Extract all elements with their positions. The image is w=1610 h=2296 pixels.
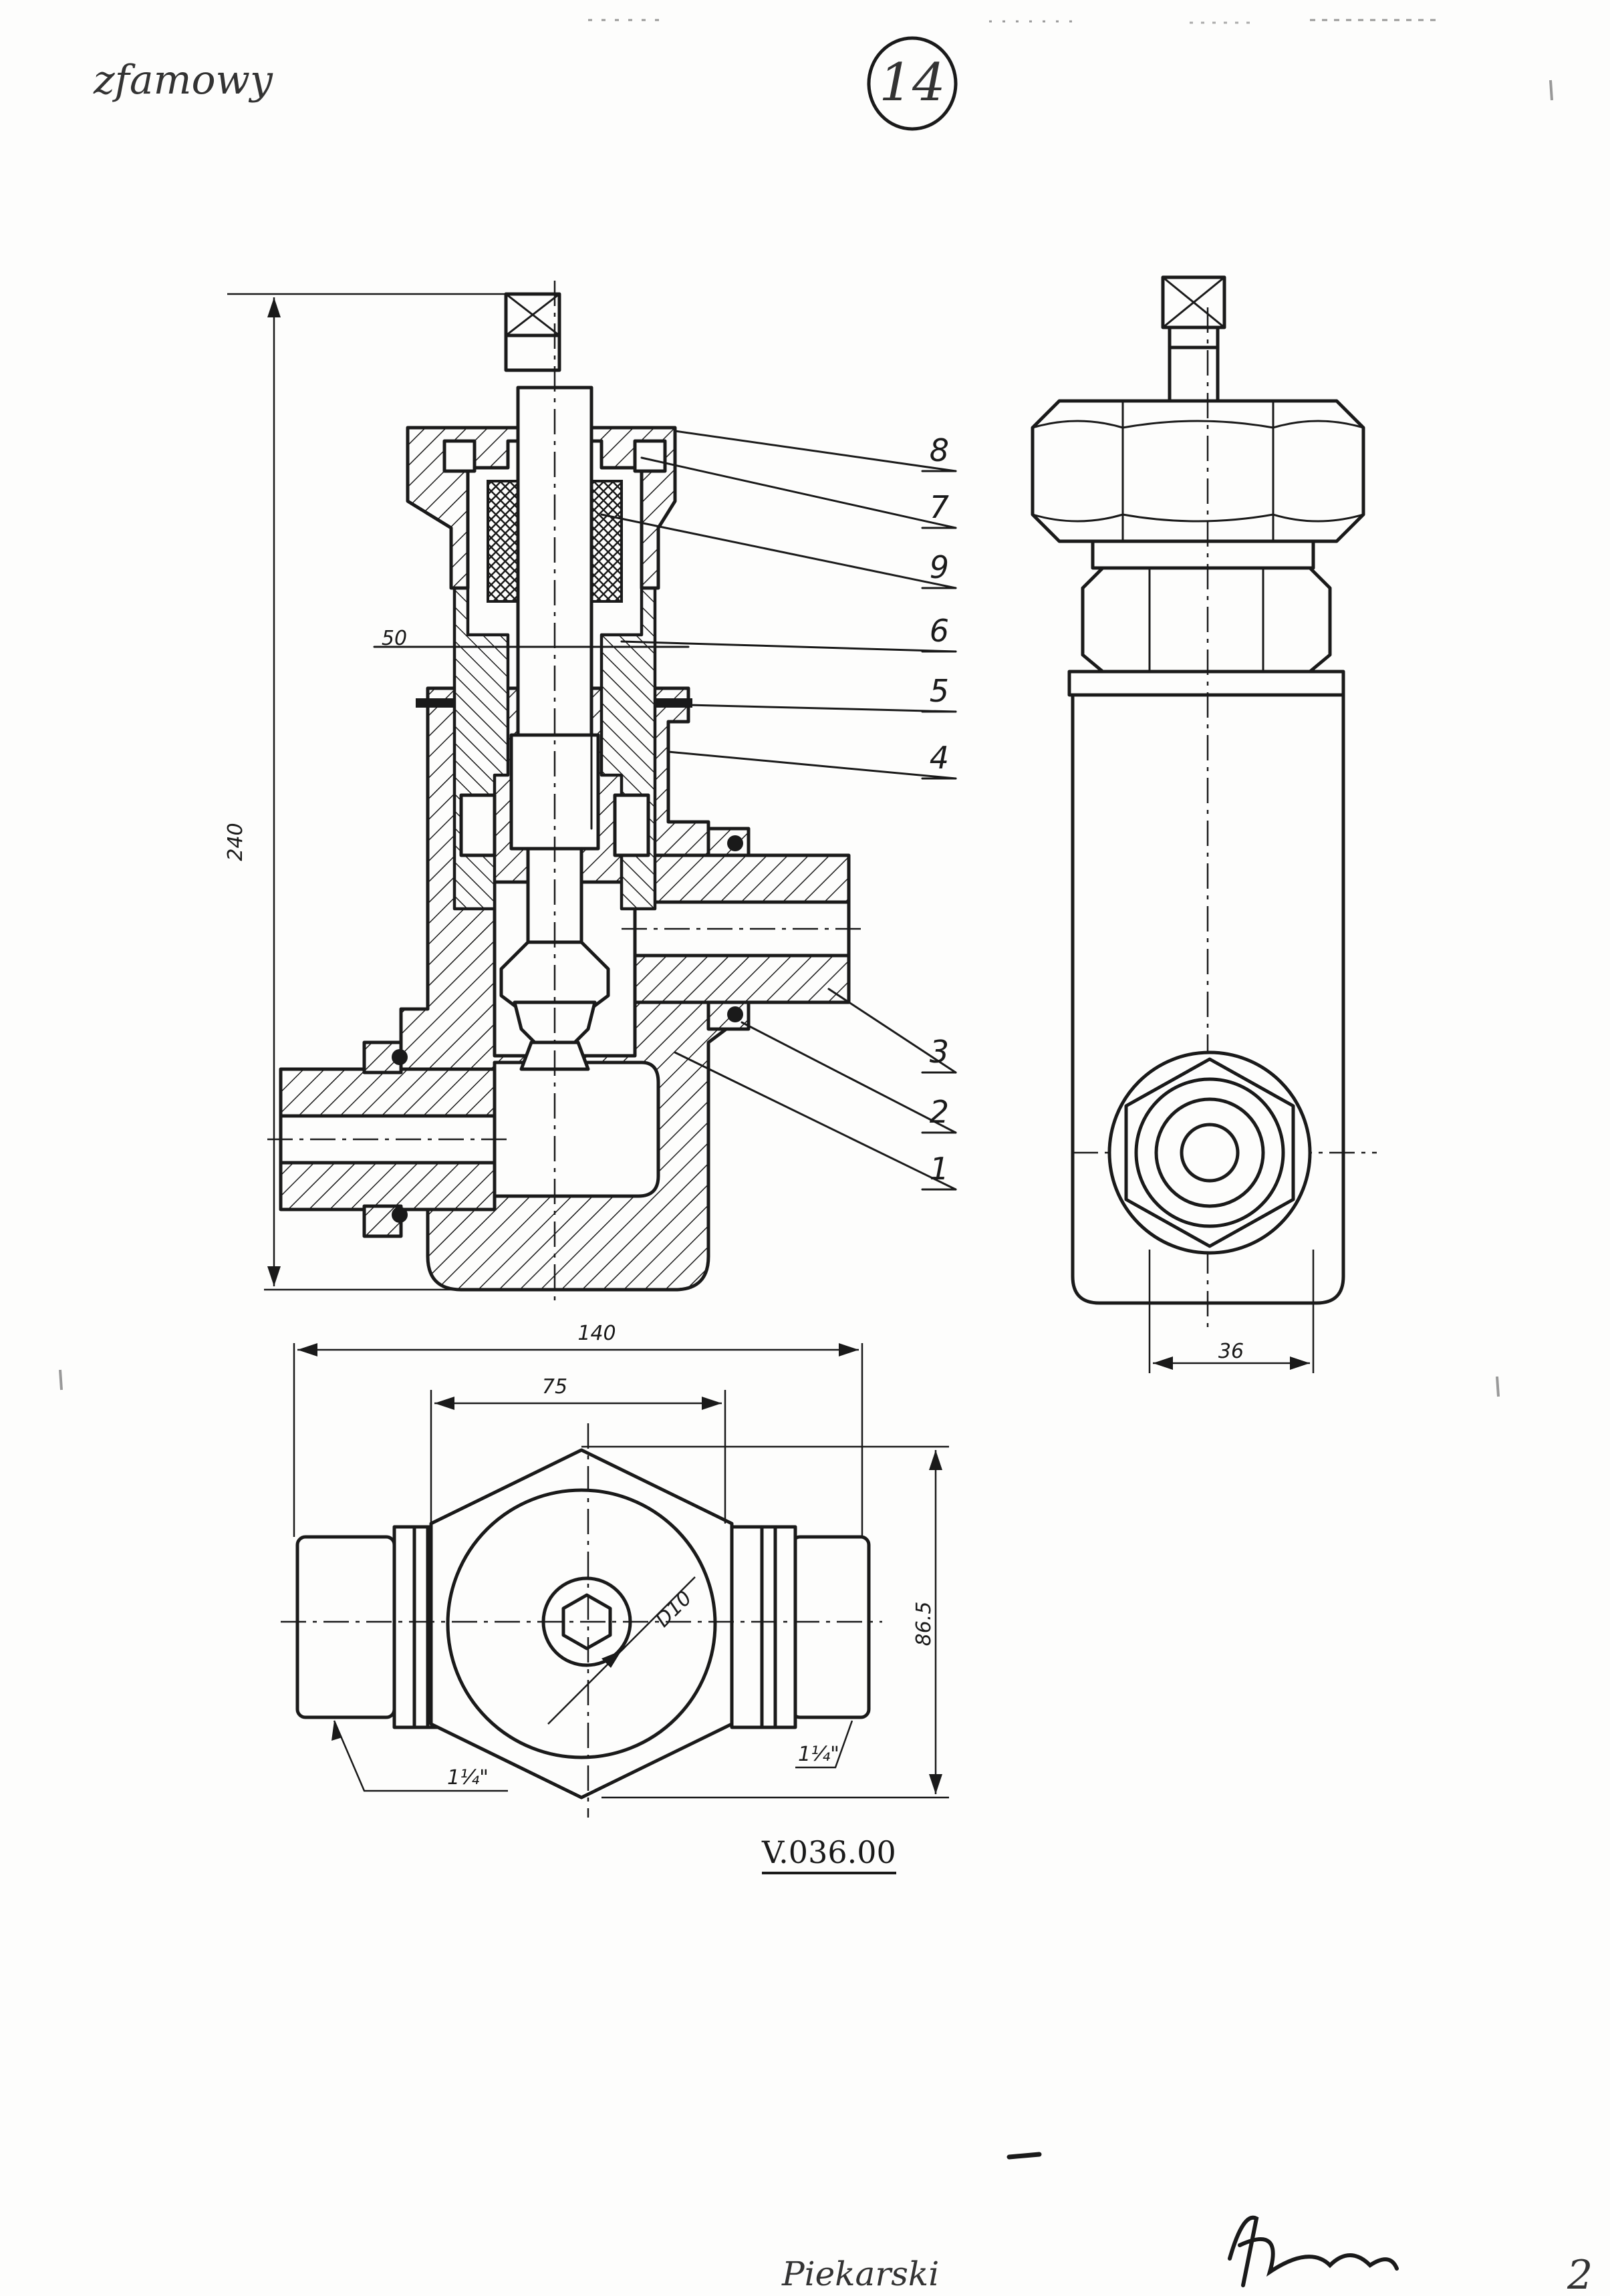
handwritten-note: zfamowy	[93, 57, 273, 104]
signature-scribble	[1228, 2215, 1399, 2287]
seal-left	[416, 698, 453, 708]
packing-left	[487, 480, 519, 603]
dim-140: 140	[293, 1322, 863, 1537]
part-labels: 8 7 9 6 5 4 3 2 1	[930, 432, 949, 1187]
side-hex-bonnet	[1081, 566, 1332, 674]
packing-right	[590, 480, 623, 603]
section-view: 240 50 8 7 9 6	[224, 281, 957, 1303]
dim-86-5: 86.5	[581, 1445, 949, 1799]
right-pipe-upper	[633, 853, 851, 904]
drawing-number: V.036.00	[762, 1834, 896, 1874]
part-label-7: 7	[930, 489, 949, 525]
corner-mark: 2	[1567, 2252, 1593, 2296]
part-label-2: 2	[930, 1094, 949, 1130]
thread-left-label: 1¼"	[447, 1766, 489, 1789]
lower-chamber	[493, 1060, 660, 1198]
dim-75: 75	[430, 1375, 726, 1524]
dim-height-label: 240	[224, 823, 247, 861]
dim-body-label: 75	[542, 1375, 567, 1399]
top-view: 140 75 86.5 D10 1¼" 1¼"	[281, 1322, 949, 1818]
part-label-8: 8	[930, 432, 949, 468]
top-pipe-right	[790, 1535, 871, 1719]
dim-level-label: 50	[382, 627, 407, 650]
pen-mark	[1007, 2152, 1042, 2160]
part-label-9: 9	[930, 549, 949, 585]
dim-overall-label: 140	[577, 1322, 616, 1345]
part-label-1: 1	[930, 1151, 949, 1187]
part-label-3: 3	[930, 1034, 949, 1070]
dim-240: 240	[224, 293, 508, 1291]
part-label-4: 4	[930, 740, 949, 776]
right-pipe-lower	[633, 954, 851, 1004]
left-pipe-lower	[279, 1161, 497, 1211]
side-view: 36	[1031, 275, 1377, 1373]
dim-36: 36	[1148, 1250, 1315, 1373]
signature-name: Piekarski	[781, 2255, 939, 2293]
left-pipe-upper	[279, 1067, 497, 1118]
page-number: 14	[879, 53, 945, 113]
page-number-circle: 14	[867, 36, 958, 131]
part-label-6: 6	[930, 613, 949, 649]
top-pipe-left	[295, 1535, 396, 1719]
dim-width-label: 36	[1218, 1340, 1244, 1363]
dim-height-label: 86.5	[912, 1602, 936, 1646]
seal-right	[655, 698, 692, 708]
scan-specks	[59, 19, 1553, 1397]
part-label-5: 5	[930, 673, 949, 709]
thread-right-label: 1¼"	[798, 1743, 839, 1766]
leader-lines	[600, 430, 957, 1191]
